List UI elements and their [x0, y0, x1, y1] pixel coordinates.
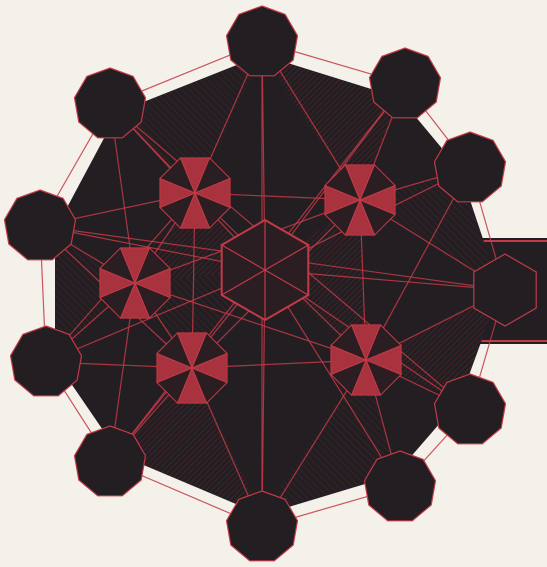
outer-node	[227, 491, 298, 561]
outer-node	[5, 190, 76, 260]
outer-node	[75, 68, 146, 138]
inner-node	[325, 165, 395, 235]
outer-node	[227, 6, 298, 76]
inner-node	[157, 333, 227, 403]
outer-node	[11, 326, 82, 396]
inner-node	[160, 158, 230, 228]
inner-node	[331, 325, 401, 395]
outer-node	[435, 374, 506, 444]
inner-node	[100, 248, 170, 318]
outer-node	[370, 48, 441, 118]
outer-node	[435, 132, 506, 202]
outer-node	[75, 426, 146, 496]
outer-node	[365, 451, 436, 521]
